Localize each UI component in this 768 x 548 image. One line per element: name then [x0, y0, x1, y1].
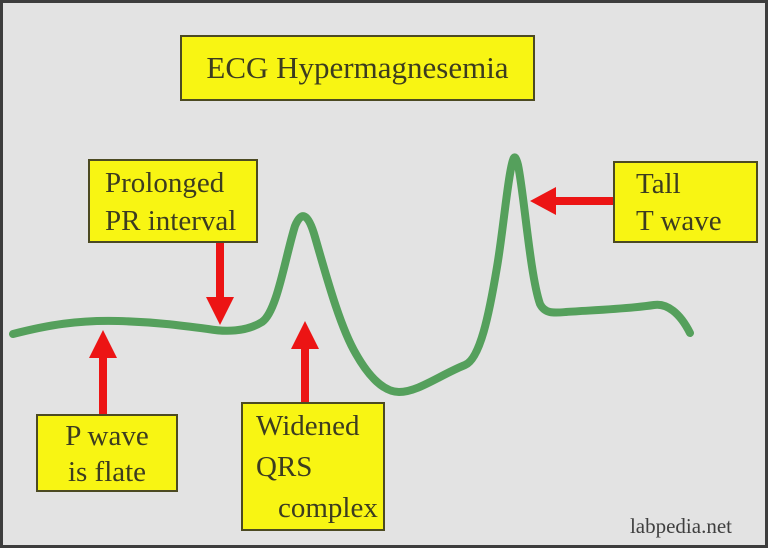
- label-widened-qrs-complex: Widened QRS complex: [241, 402, 385, 531]
- title-box: ECG Hypermagnesemia: [180, 35, 535, 101]
- arrowhead-down-icon: [206, 297, 234, 325]
- label-line: PR interval: [105, 205, 237, 237]
- label-line: is flate: [67, 456, 147, 488]
- label-tall-t-wave: Tall T wave: [613, 161, 758, 243]
- arrow-shaft: [552, 197, 613, 205]
- label-p-wave-flat: P wave is flate: [36, 414, 178, 492]
- label-line: Widened: [256, 410, 360, 442]
- label-line: QRS: [256, 451, 313, 483]
- watermark: labpedia.net: [629, 514, 732, 538]
- ecg-waveform: [9, 153, 694, 396]
- arrowhead-up-icon: [291, 321, 319, 349]
- label-line: Tall: [636, 168, 681, 200]
- arrow-shaft: [216, 243, 224, 301]
- page-title: ECG Hypermagnesemia: [206, 50, 509, 85]
- arrow-up-icon: [291, 321, 319, 403]
- label-line: P wave: [65, 420, 149, 452]
- arrow-shaft: [99, 354, 107, 415]
- ecg-trace-path: [9, 153, 694, 396]
- arrow-down-icon: [206, 243, 234, 325]
- label-prolonged-pr-interval: Prolonged PR interval: [88, 159, 258, 243]
- arrowhead-left-icon: [530, 187, 556, 215]
- arrow-up-icon: [89, 330, 117, 415]
- label-line: complex: [278, 492, 378, 524]
- label-line: T wave: [636, 205, 722, 237]
- arrowhead-up-icon: [89, 330, 117, 358]
- arrow-shaft: [301, 345, 309, 403]
- arrow-left-icon: [530, 187, 613, 215]
- label-line: Prolonged: [105, 167, 225, 199]
